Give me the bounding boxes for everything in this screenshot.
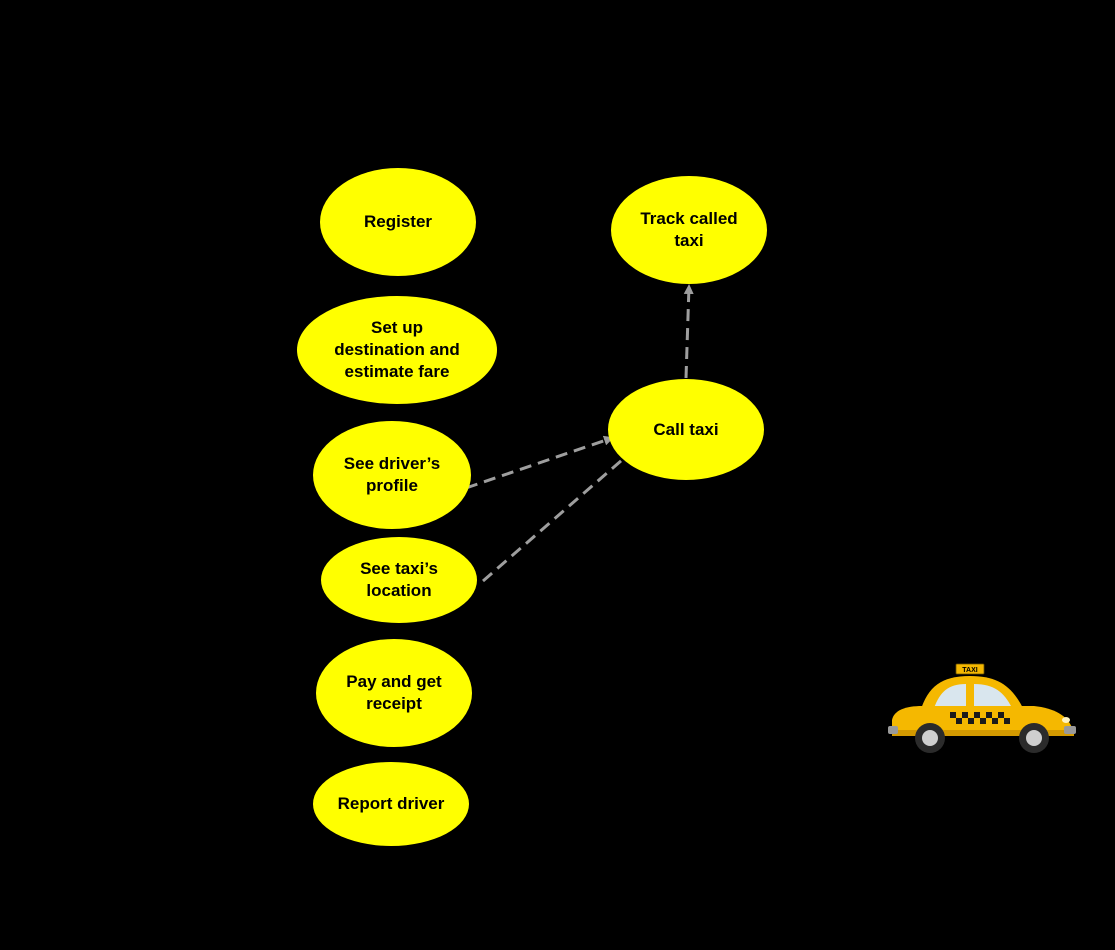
usecase-pay-receipt: Pay and get receipt [316, 639, 472, 747]
usecase-call-taxi-label: Call taxi [653, 419, 719, 439]
usecase-register-label: Register [363, 212, 433, 231]
usecase-see-taxi-location-label: See taxi’s location [360, 559, 438, 600]
connector-location-to-call-taxi [482, 451, 632, 583]
usecase-report-driver: Report driver [313, 762, 469, 846]
usecase-setup-destination-label: Set up destination and estimate fare [334, 318, 460, 381]
usecase-register: Register [320, 168, 476, 276]
connector-profile-to-call-taxi [465, 435, 614, 490]
usecase-track-called-taxi-label: Track called taxi [640, 209, 738, 250]
usecase-see-taxi-location: See taxi’s location [321, 537, 477, 623]
usecase-call-taxi: Call taxi [608, 379, 764, 480]
usecase-setup-destination: Set up destination and estimate fare [297, 296, 497, 404]
taxi-roof-sign-text: TAXI [962, 667, 977, 674]
taxi-car-icon: TAXI [888, 663, 1076, 753]
usecase-pay-receipt-label: Pay and get receipt [346, 672, 442, 713]
usecase-report-driver-label: Report driver [337, 794, 445, 813]
usecase-see-driver-profile: See driver’s profile [313, 421, 471, 529]
usecase-see-driver-profile-label: See driver’s profile [343, 454, 441, 495]
connector-call-taxi-to-track [683, 284, 694, 379]
usecase-track-called-taxi: Track called taxi [611, 176, 767, 284]
